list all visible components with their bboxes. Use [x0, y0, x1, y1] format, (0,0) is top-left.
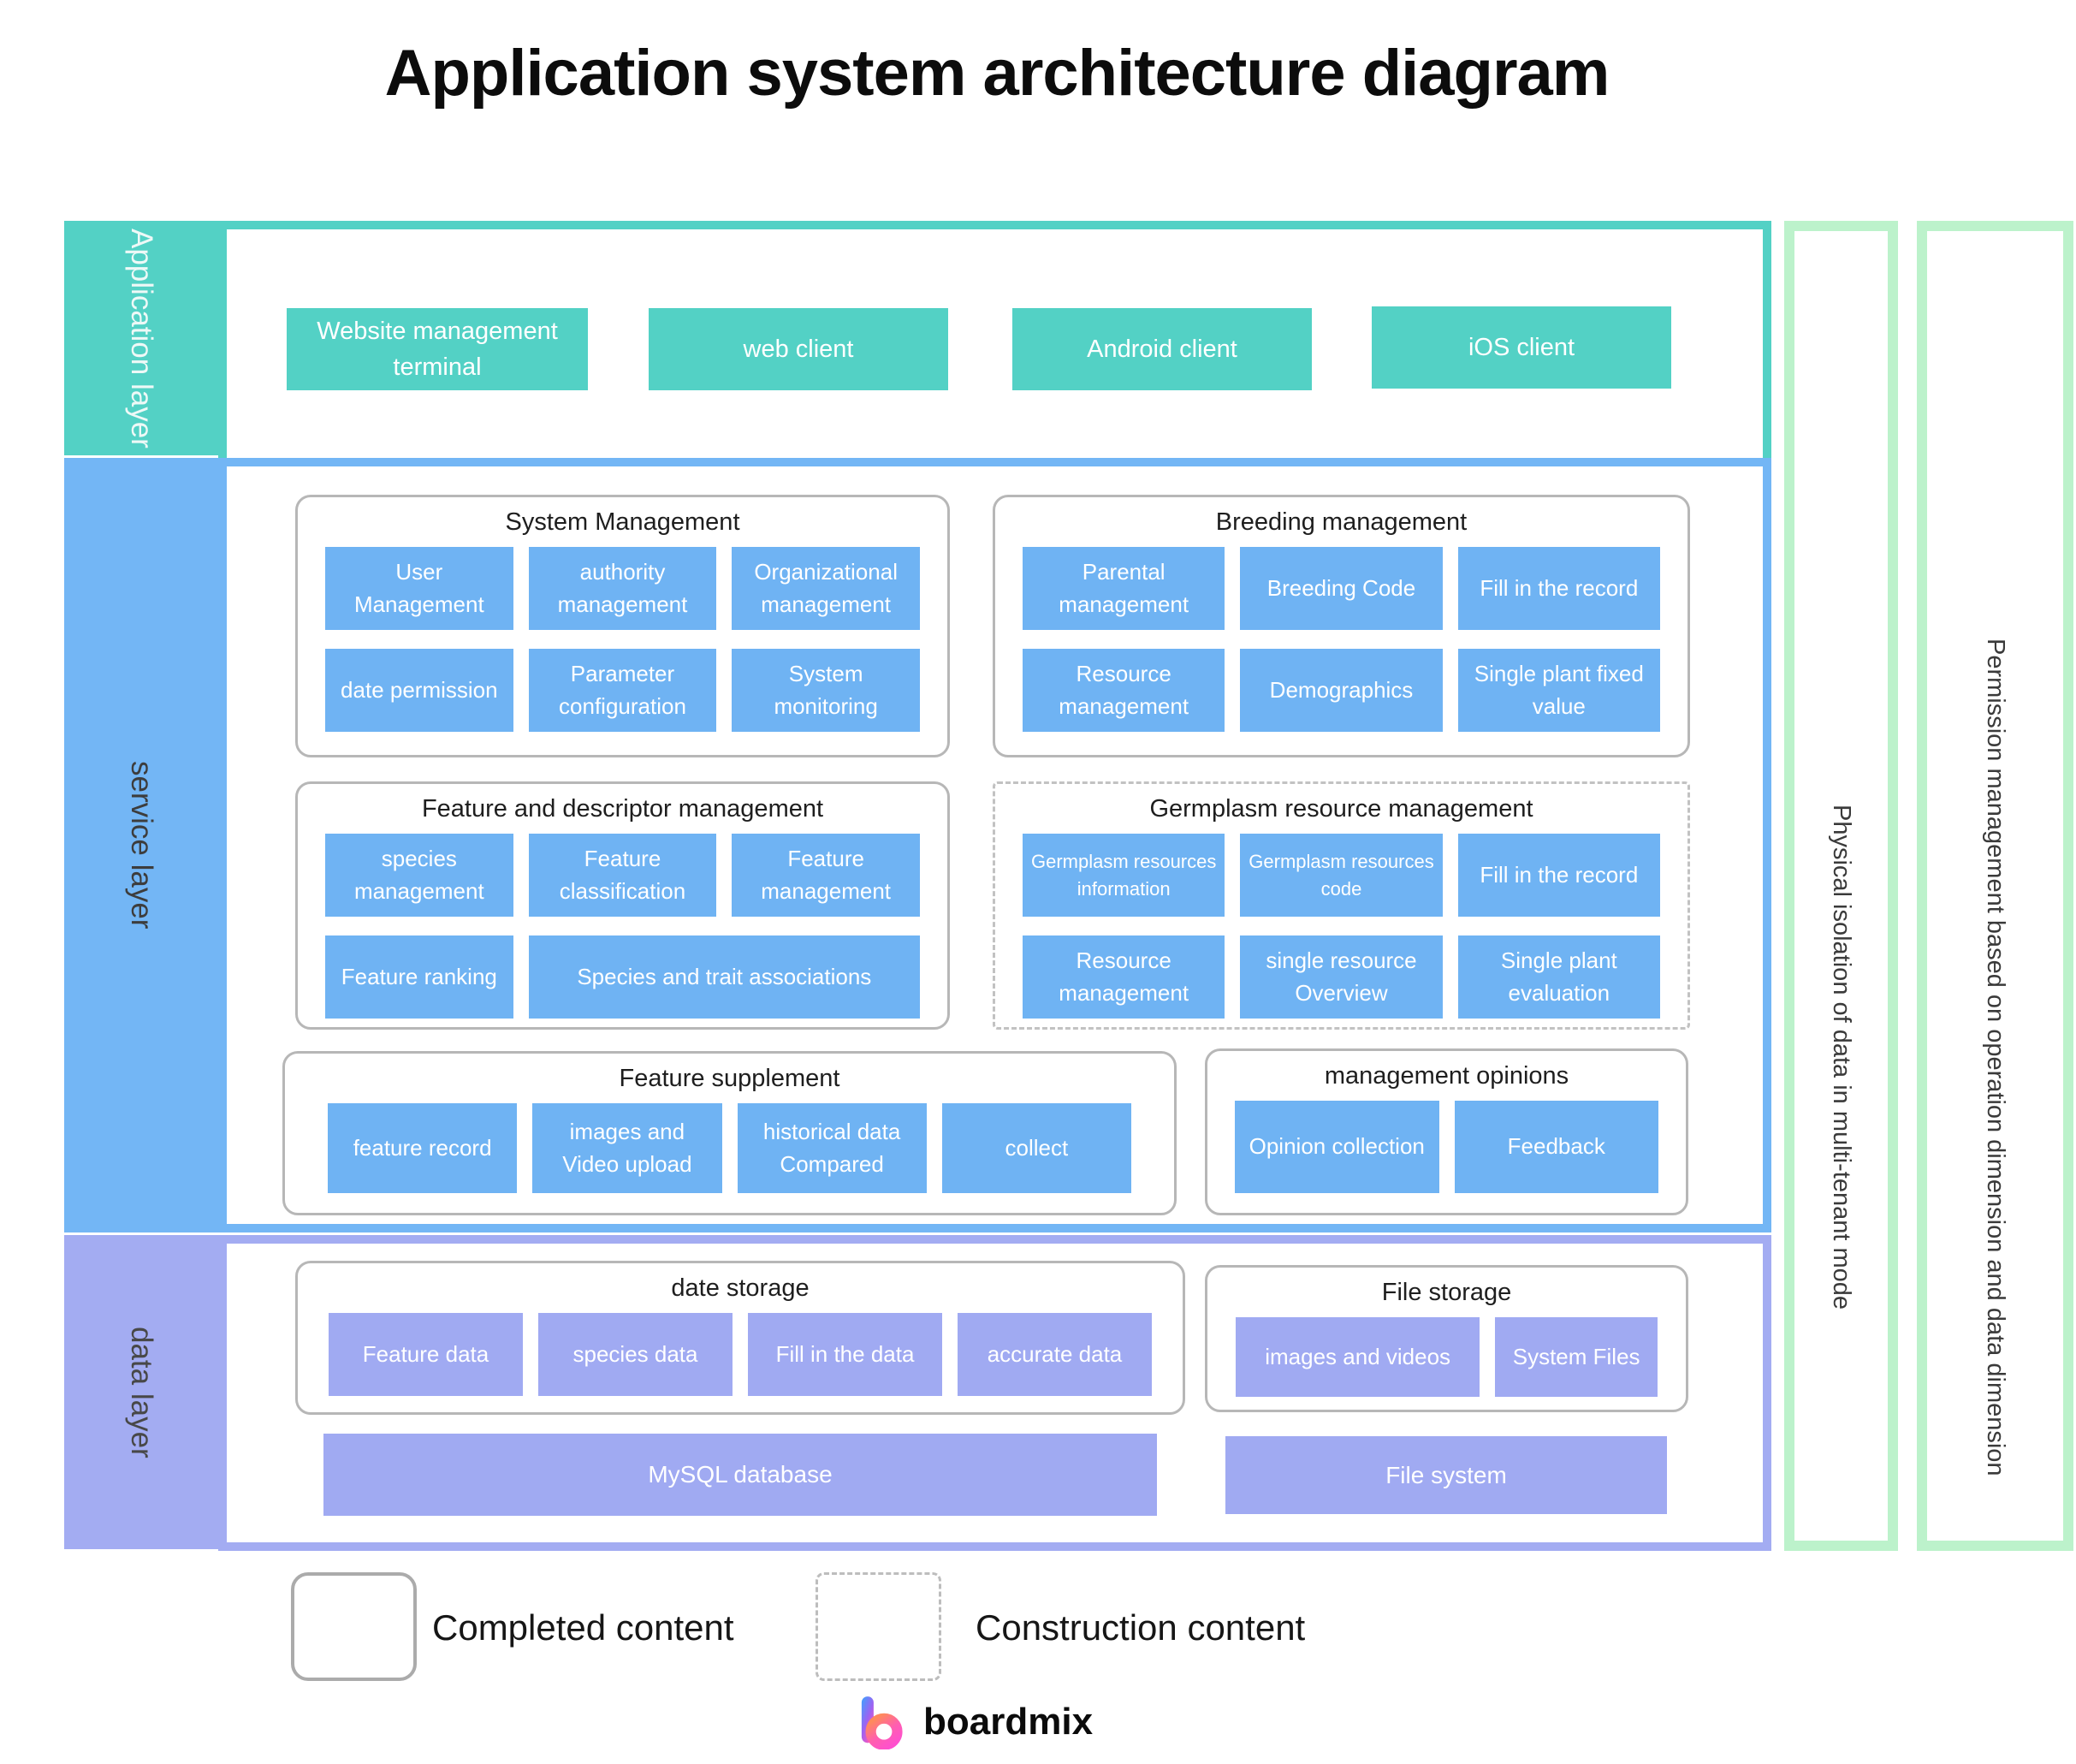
node-box: Germplasm resources code	[1240, 834, 1443, 917]
application-layer-label-text: Application layer	[124, 228, 158, 448]
node-box: Feature classification	[528, 834, 717, 917]
side-bar-permission-management: Permission management based on operation…	[1917, 221, 2073, 1551]
node-box: Single plant fixed value	[1457, 649, 1660, 732]
node-box: images and videos	[1236, 1317, 1480, 1397]
node-box: web client	[649, 308, 948, 390]
group-date-storage: date storage Feature data species data F…	[295, 1261, 1185, 1415]
node-box: feature record	[328, 1103, 518, 1193]
group-title: Germplasm resource management	[1149, 795, 1533, 823]
node-box: Species and trait associations	[528, 935, 920, 1019]
node-box: Feedback	[1454, 1101, 1658, 1193]
node-box: Feature ranking	[325, 935, 513, 1019]
group-title: System Management	[505, 508, 740, 536]
node-box: Demographics	[1240, 649, 1443, 732]
page-title: Application system architecture diagram	[384, 37, 1610, 110]
legend-construction-swatch	[816, 1572, 941, 1681]
application-layer-label: Application layer	[64, 221, 218, 455]
node-box: Parameter configuration	[528, 649, 717, 732]
node-box: iOS client	[1372, 306, 1671, 389]
node-box: accurate data	[958, 1313, 1152, 1396]
group-feature-descriptor-management: Feature and descriptor management specie…	[295, 781, 950, 1030]
node-box: Website management terminal	[287, 308, 588, 390]
legend-completed-swatch	[291, 1572, 417, 1681]
node-box: Android client	[1012, 308, 1312, 390]
node-box: historical data Compared	[737, 1103, 927, 1193]
side-bar-text: Physical isolation of data in multi-tena…	[1828, 805, 1855, 1310]
node-box: User Management	[325, 547, 513, 630]
node-box: File system	[1225, 1436, 1667, 1514]
node-box: Fill in the record	[1457, 834, 1660, 917]
node-box: date permission	[325, 649, 513, 732]
node-box: System monitoring	[732, 649, 920, 732]
node-box: images and Video upload	[532, 1103, 722, 1193]
node-box: Resource management	[1023, 935, 1225, 1019]
group-title: Feature supplement	[619, 1065, 840, 1092]
boardmix-logo-icon	[861, 1696, 903, 1749]
group-file-storage: File storage images and videos System Fi…	[1205, 1265, 1688, 1412]
node-box: Germplasm resources information	[1023, 834, 1225, 917]
group-title: File storage	[1381, 1279, 1512, 1306]
node-box: Single plant evaluation	[1457, 935, 1660, 1019]
group-title: date storage	[671, 1274, 810, 1302]
side-bar-physical-isolation: Physical isolation of data in multi-tena…	[1784, 221, 1898, 1551]
brand-name: boardmix	[923, 1701, 1094, 1743]
node-box: Parental management	[1023, 547, 1225, 630]
node-box: Breeding Code	[1240, 547, 1443, 630]
node-box: collect	[941, 1103, 1131, 1193]
group-title: Breeding management	[1215, 508, 1468, 536]
node-box: Opinion collection	[1235, 1101, 1439, 1193]
service-layer-label-text: service layer	[124, 761, 158, 930]
node-box: Fill in the data	[748, 1313, 942, 1396]
legend-completed-label: Completed content	[432, 1607, 734, 1648]
group-breeding-management: Breeding management Parental management …	[993, 495, 1690, 757]
node-box: Feature management	[732, 834, 920, 917]
node-box: Fill in the record	[1457, 547, 1660, 630]
node-box: MySQL database	[323, 1434, 1157, 1516]
node-box: Resource management	[1023, 649, 1225, 732]
data-layer-label: data layer	[64, 1235, 218, 1549]
group-germplasm-resource-management: Germplasm resource management Germplasm …	[993, 781, 1690, 1030]
node-box: species data	[538, 1313, 733, 1396]
group-title: Feature and descriptor management	[421, 795, 824, 823]
side-bar-text: Permission management based on operation…	[1982, 638, 2009, 1476]
group-feature-supplement: Feature supplement feature record images…	[282, 1051, 1177, 1215]
node-box: System Files	[1495, 1317, 1658, 1397]
node-box: single resource Overview	[1240, 935, 1443, 1019]
node-box: Feature data	[329, 1313, 523, 1396]
data-layer-label-text: data layer	[124, 1326, 158, 1458]
group-title: management opinions	[1324, 1062, 1569, 1090]
group-management-opinions: management opinions Opinion collection F…	[1205, 1048, 1688, 1215]
brand-footer: boardmix	[860, 1695, 1093, 1749]
legend-construction-label: Construction content	[976, 1607, 1306, 1648]
node-box: Organizational management	[732, 547, 920, 630]
node-box: species management	[325, 834, 513, 917]
group-system-management: System Management User Management author…	[295, 495, 950, 757]
node-box: authority management	[528, 547, 717, 630]
service-layer-label: service layer	[64, 458, 218, 1232]
